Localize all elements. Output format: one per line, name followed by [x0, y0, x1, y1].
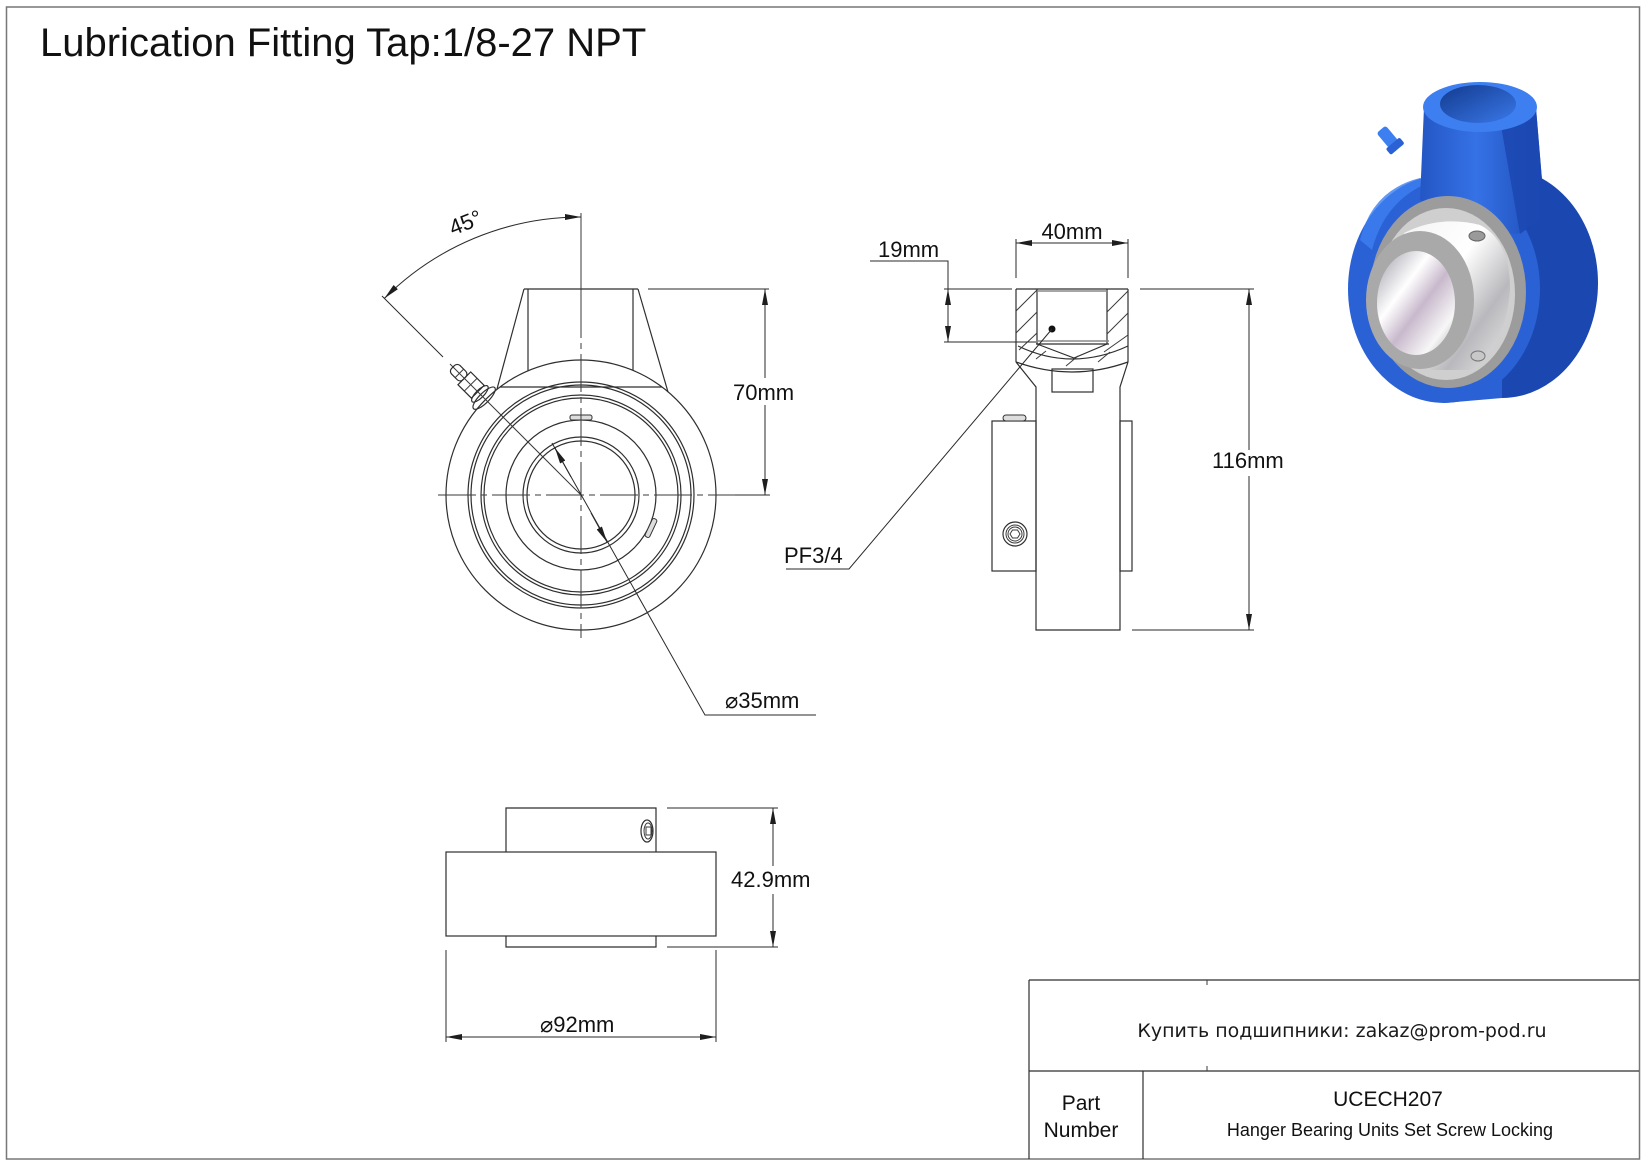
contact-text: Купить подшипники: zakaz@prom-pod.ru	[1137, 1020, 1546, 1042]
inner-arc	[1017, 345, 1129, 360]
collar-bore	[1377, 251, 1455, 355]
collar-width-label: 42.9mm	[731, 867, 810, 892]
oil-passage	[1051, 368, 1094, 393]
title-block: Купить подшипники: zakaz@prom-pod.ru Par…	[1028, 979, 1639, 1159]
part-label-line2: Number	[1044, 1119, 1119, 1142]
isometric-render	[1348, 82, 1598, 403]
housing-diameter-label: ⌀92mm	[540, 1012, 614, 1037]
housing-outline	[445, 851, 717, 937]
thread-depth-label: 19mm	[878, 237, 939, 262]
collar-tab	[1002, 414, 1027, 422]
section-head	[1015, 288, 1129, 373]
drill-cone	[1036, 343, 1108, 359]
height-to-center-label: 70mm	[733, 380, 794, 405]
boss-bore	[1440, 85, 1516, 123]
front-view: 45° ⌀35mm 70mm	[381, 205, 816, 716]
total-height-label: 116mm	[1212, 448, 1284, 473]
set-screw-top	[1468, 230, 1486, 242]
collar-tab-side	[644, 518, 658, 538]
housing-highlight	[1360, 178, 1430, 250]
bore-arrow-upper	[554, 447, 572, 478]
fitting-axis-line	[449, 363, 582, 496]
drawing-title: Lubrication Fitting Tap:1/8-27 NPT	[40, 21, 646, 65]
angle-extension-line	[381, 295, 444, 358]
bore-diameter-label: ⌀35mm	[725, 688, 799, 713]
boss-flank	[1500, 108, 1545, 234]
side-section-view: 40mm 19mm PF3/4 116mm	[784, 219, 1284, 631]
part-label-line1: Part	[1062, 1092, 1101, 1115]
thread-label: PF3/4	[784, 543, 843, 568]
part-number: UCECH207	[1333, 1088, 1443, 1111]
set-screw-side-icon	[640, 819, 654, 843]
bore-arrow-lower	[590, 512, 608, 543]
set-screw-bottom	[1470, 350, 1486, 362]
angle-dimension-arc	[384, 214, 582, 299]
stem-outline	[1015, 361, 1129, 631]
width-label: 40mm	[1041, 219, 1102, 244]
depth-leader	[870, 260, 949, 289]
collar-bottom-outline	[505, 936, 657, 948]
sheet-border	[5, 6, 1641, 1160]
outer-arc	[1015, 361, 1129, 373]
render-grease-fitting-icon	[1377, 126, 1404, 155]
thread-leader	[786, 328, 1053, 570]
part-description: Hanger Bearing Units Set Screw Locking	[1227, 1120, 1553, 1140]
collar-right	[1119, 420, 1133, 572]
collar-top-outline	[505, 807, 657, 852]
set-screw-icon	[1002, 521, 1028, 547]
bottom-view: 42.9mm ⌀92mm	[445, 807, 810, 1042]
